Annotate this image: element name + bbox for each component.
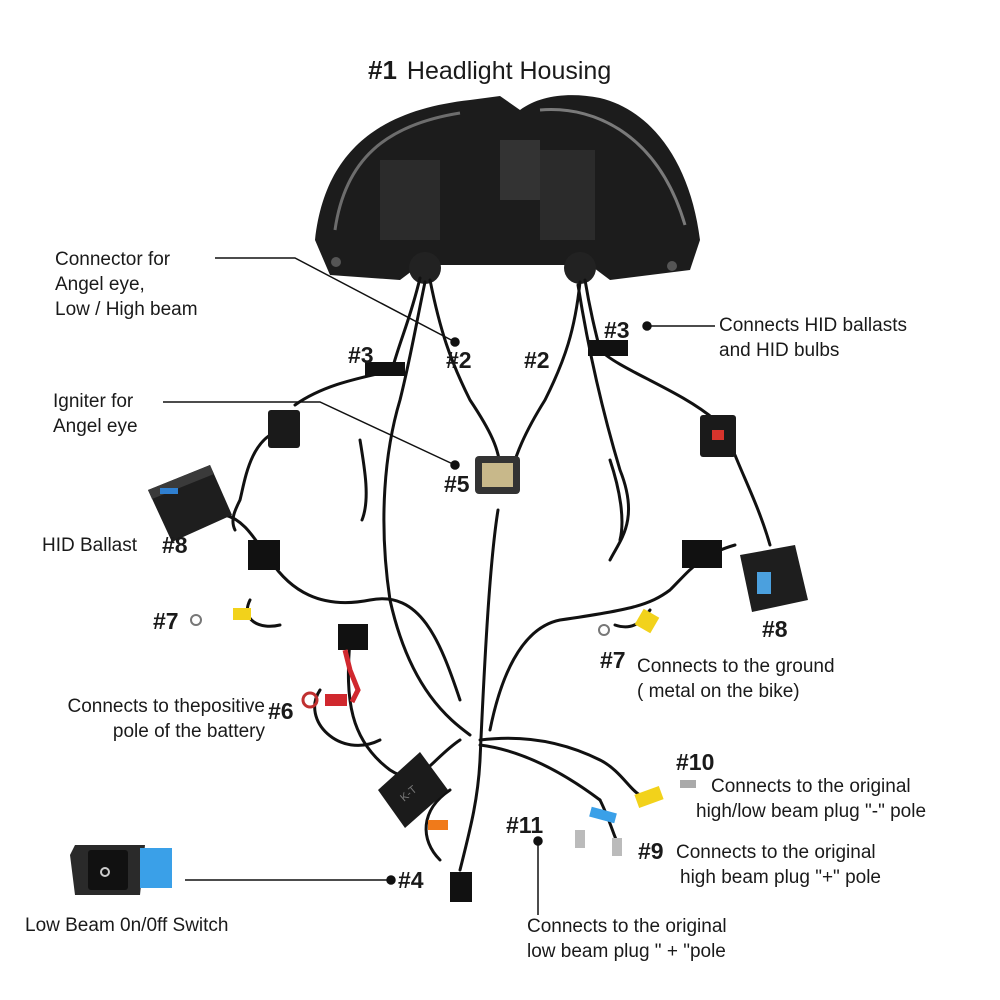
hid-connect-line-2: and HID bulbs — [719, 340, 840, 361]
connector-angel-label: Connector for Angel eye, Low / High beam — [55, 247, 198, 322]
ground-label: Connects to the ground ( metal on the bi… — [637, 654, 835, 704]
ground-line-1: Connects to the ground — [637, 656, 835, 677]
hid-connect-line-1: Connects HID ballasts — [719, 315, 907, 336]
title-number: #1 — [368, 55, 397, 85]
callout-8-right: #8 — [762, 616, 788, 642]
hid-ballast-right — [740, 545, 808, 612]
highlow-minus-line-1: Connects to the original — [711, 776, 911, 797]
callout-4: #4 — [398, 867, 424, 893]
high-plus-label: Connects to the original high beam plug … — [676, 840, 881, 890]
ballast-right-plug — [682, 540, 722, 568]
callout-3-right: #3 — [604, 317, 630, 343]
callout-5: #5 — [444, 471, 470, 497]
callout-9: #9 — [638, 838, 664, 864]
igniter-line-2: Angel eye — [53, 416, 138, 437]
terminals — [190, 608, 696, 902]
callout-2-right: #2 — [524, 347, 550, 373]
relay-box: K-T — [378, 752, 448, 828]
page-title: #1 Headlight Housing — [368, 55, 611, 86]
title-text: Headlight Housing — [406, 57, 612, 85]
ballast-left-plug — [248, 540, 280, 570]
hid-connect-label: Connects HID ballasts and HID bulbs — [719, 313, 907, 363]
high-plus-line-2: high beam plug "+" pole — [680, 867, 881, 888]
callout-6: #6 — [268, 698, 294, 724]
switch-label: Low Beam 0n/0ff Switch — [25, 915, 229, 936]
hid-ballast-left — [148, 465, 232, 542]
callout-7-right: #7 — [600, 647, 626, 673]
rocker-switch — [70, 845, 172, 895]
red-wire-sleeve — [342, 649, 361, 704]
callout-10: #10 — [676, 749, 715, 775]
low-plus-line-2: low beam plug " + "pole — [527, 941, 726, 962]
connector-angel-line-1: Connector for — [55, 249, 171, 270]
highlow-minus-line-2: high/low beam plug "-" pole — [696, 801, 927, 822]
callout-2-left: #2 — [446, 347, 472, 373]
igniter-warning-mark — [712, 430, 724, 440]
callout-8-left: #8 — [162, 532, 188, 558]
callout-7-left: #7 — [153, 608, 179, 634]
callout-11: #11 — [506, 812, 544, 838]
highlow-minus-label: Connects to the original high/low beam p… — [696, 774, 926, 824]
igniter-left — [268, 410, 300, 448]
battery-line-2: pole of the battery — [112, 721, 265, 742]
igniter-text: Igniter for Angel eye — [53, 389, 138, 439]
igniter-line-1: Igniter for — [53, 391, 134, 412]
low-plus-label: Connects to the original low beam plug "… — [527, 914, 727, 964]
battery-label: Connects to thepositive pole of the batt… — [20, 694, 265, 744]
high-plus-line-1: Connects to the original — [676, 842, 876, 863]
battery-line-1: Connects to thepositive — [67, 696, 265, 717]
low-plus-line-1: Connects to the original — [527, 916, 727, 937]
leader-lines — [163, 257, 715, 915]
callout-3-left: #3 — [348, 342, 374, 368]
headlight-housing — [315, 95, 700, 284]
igniter-label — [482, 463, 513, 487]
connector-angel-line-3: Low / High beam — [55, 299, 198, 320]
fuse-holder — [338, 624, 368, 650]
ground-line-2: ( metal on the bike) — [637, 681, 800, 702]
connector-left — [365, 362, 405, 376]
hid-ballast-label: HID Ballast — [42, 535, 138, 556]
connector-angel-line-2: Angel eye, — [55, 274, 145, 295]
connector-right — [588, 340, 628, 356]
